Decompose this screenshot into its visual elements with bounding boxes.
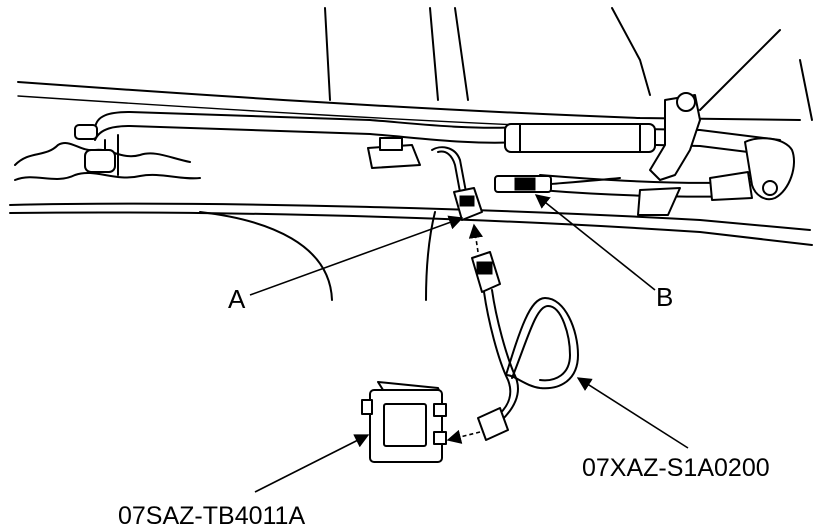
harness-part-number: 07XAZ-S1A0200 xyxy=(582,454,770,482)
floor-rails xyxy=(539,171,753,216)
control-unit xyxy=(361,381,447,463)
mating-arrow-lower xyxy=(446,429,481,444)
callout-b-label: B xyxy=(656,282,673,312)
main-pipe xyxy=(74,111,795,201)
connector-a xyxy=(431,146,483,221)
connector-b xyxy=(494,175,621,193)
mating-arrow-upper xyxy=(468,223,484,253)
harness-clip xyxy=(367,137,421,169)
control-unit-part-number: 07SAZ-TB4011A xyxy=(118,502,305,530)
leader-lines xyxy=(249,194,689,493)
accessory-harness xyxy=(471,251,579,441)
callout-a-label: A xyxy=(228,284,246,314)
vehicle-body-lines xyxy=(9,7,813,301)
mounting-bracket xyxy=(649,92,701,181)
